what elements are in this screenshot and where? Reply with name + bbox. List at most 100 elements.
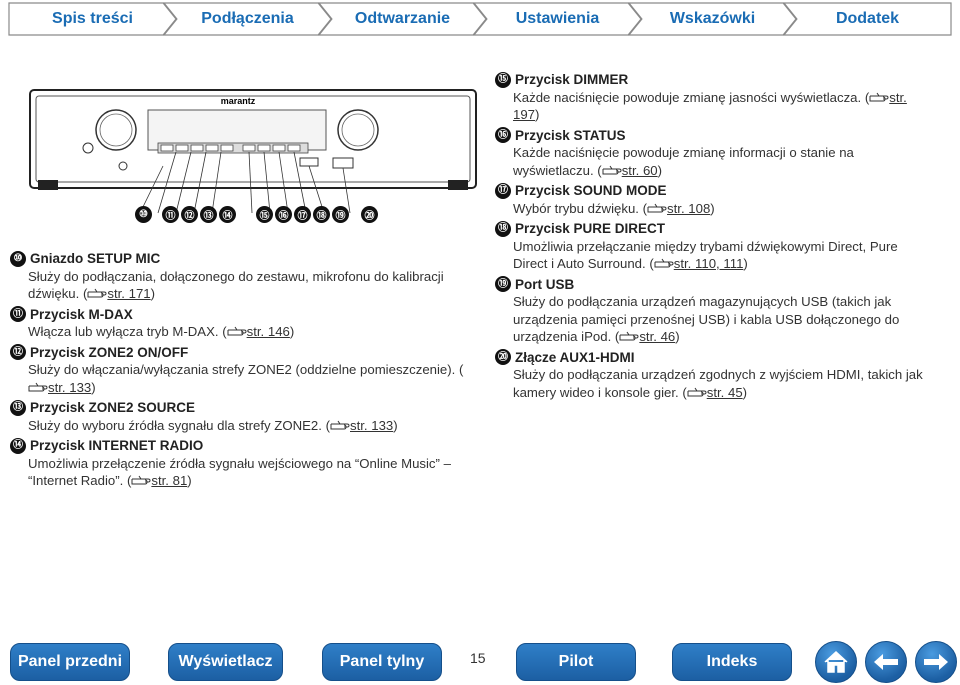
pointing-hand-icon: [869, 92, 889, 101]
tab-dodatek[interactable]: Dodatek: [783, 2, 952, 36]
forward-arrow-icon: [924, 654, 948, 670]
bottom-navigation: Panel przedni Wyświetlacz Panel tylny 15…: [0, 640, 960, 684]
pointing-hand-icon: [687, 387, 707, 396]
item-title: Przycisk ZONE2 SOURCE: [30, 400, 196, 415]
tab-odtwarzanie[interactable]: Odtwarzanie: [318, 2, 487, 36]
page-link[interactable]: str. 108: [667, 200, 711, 216]
item-title: Przycisk PURE DIRECT: [515, 221, 666, 236]
item-description: Każde naciśnięcie powoduje zmianę jasnoś…: [513, 89, 862, 105]
page-link[interactable]: str. 60: [621, 162, 658, 178]
item-description: Służy do podłączania urządzeń zgodnych z…: [513, 367, 923, 400]
page-link[interactable]: str. 133: [48, 379, 92, 395]
item-title: Przycisk ZONE2 ON/OFF: [30, 344, 189, 360]
page-link[interactable]: str. 171: [107, 286, 151, 301]
item-number: ⑰: [495, 182, 511, 199]
page-link[interactable]: str. 146: [246, 324, 290, 339]
nav-wyswietlacz-button[interactable]: Wyświetlacz: [168, 643, 283, 681]
callout-18: ⑱: [313, 206, 330, 223]
item-description: Włącza lub wyłącza tryb M-DAX.: [28, 324, 219, 339]
list-item: ⑭ Przycisk INTERNET RADIO Umożliwia przeł…: [10, 437, 475, 490]
nav-panel-tylny-button[interactable]: Panel tylny: [322, 643, 442, 681]
item-title: Przycisk DIMMER: [515, 72, 629, 87]
item-description: Służy do wyboru źródła sygnału dla stref…: [28, 417, 322, 433]
callout-numbers: ⑩ ⑪ ⑫ ⑬ ⑭ ⑮ ⑯ ⑰ ⑱ ⑲ ⑳: [135, 206, 378, 223]
list-item: ⑰ Przycisk SOUND MODE Wybór trybu dźwięku…: [495, 182, 935, 217]
item-description: Każde naciśnięcie powoduje zmianę inform…: [513, 145, 854, 178]
right-descriptions: ⑮ Przycisk DIMMER Każde naciśnięcie powod…: [495, 71, 935, 404]
tab-podlaczenia[interactable]: Podłączenia: [163, 2, 332, 36]
forward-button[interactable]: [915, 641, 957, 683]
receiver-front-panel-illustration: marantz: [29, 89, 477, 214]
callout-17: ⑰: [294, 206, 311, 223]
item-number: ⑱: [495, 220, 511, 237]
pointing-hand-icon: [602, 165, 622, 174]
item-number: ⑭: [10, 437, 26, 454]
page-number: 15: [470, 650, 486, 666]
pointing-hand-icon: [619, 331, 639, 341]
back-arrow-icon: [874, 654, 898, 670]
page-link[interactable]: str. 46: [639, 329, 676, 344]
brand-logo: marantz: [221, 96, 256, 106]
list-item: ⑱ Przycisk PURE DIRECT Umożliwia przełącz…: [495, 220, 935, 273]
item-title: Przycisk INTERNET RADIO: [30, 438, 204, 453]
item-description: Umożliwia przełączanie między trybami dź…: [513, 238, 898, 272]
item-number: ⑬: [10, 399, 26, 416]
item-title: Przycisk M-DAX: [30, 306, 133, 322]
home-button[interactable]: [815, 641, 857, 683]
item-title: Złącze AUX1-HDMI: [515, 349, 635, 365]
nav-panel-przedni-button[interactable]: Panel przedni: [10, 643, 130, 681]
callout-11: ⑪: [162, 206, 179, 223]
pointing-hand-icon: [330, 420, 350, 429]
home-icon: [824, 650, 848, 673]
page-link[interactable]: str. 197: [513, 89, 907, 123]
callout-19: ⑲: [332, 206, 349, 223]
pointing-hand-icon: [227, 326, 247, 336]
callout-10: ⑩: [135, 206, 152, 223]
item-title: Port USB: [515, 276, 575, 292]
list-item: ⑮ Przycisk DIMMER Każde naciśnięcie powod…: [495, 71, 935, 124]
item-title: Przycisk STATUS: [515, 127, 626, 143]
callout-12: ⑫: [181, 206, 198, 223]
item-number: ⑪: [10, 306, 26, 323]
item-title: Przycisk SOUND MODE: [515, 183, 667, 198]
item-description: Służy do podłączania, dołączonego do zes…: [28, 268, 444, 302]
tab-spis-tresci[interactable]: Spis treści: [8, 2, 177, 36]
tab-ustawienia[interactable]: Ustawienia: [473, 2, 642, 36]
item-description: Służy do włączania/wyłączania strefy ZON…: [28, 362, 456, 377]
list-item: ⑬ Przycisk ZONE2 SOURCE Służy do wyboru ź…: [10, 399, 475, 434]
item-number: ⑯: [495, 127, 511, 144]
top-tabs: Spis treści Podłączenia Odtwarzanie Usta…: [8, 2, 952, 38]
tab-wskazowki[interactable]: Wskazówki: [628, 2, 797, 36]
item-number: ⑮: [495, 71, 511, 88]
page-link[interactable]: str. 110, 111: [673, 256, 744, 271]
item-number: ⑳: [495, 349, 511, 366]
nav-pilot-button[interactable]: Pilot: [516, 643, 636, 681]
page-link[interactable]: str. 133: [350, 417, 394, 433]
callout-16: ⑯: [275, 206, 292, 223]
item-description: Wybór trybu dźwięku.: [513, 200, 639, 216]
item-number: ⑲: [495, 276, 511, 293]
callout-20: ⑳: [361, 206, 378, 223]
item-title: Gniazdo SETUP MIC: [30, 251, 161, 266]
back-button[interactable]: [865, 641, 907, 683]
page-link[interactable]: str. 45: [706, 384, 743, 400]
pointing-hand-icon: [131, 475, 151, 485]
nav-indeks-button[interactable]: Indeks: [672, 643, 792, 681]
pointing-hand-icon: [28, 382, 48, 391]
pointing-hand-icon: [87, 288, 107, 298]
pointing-hand-icon: [654, 258, 674, 268]
page-link[interactable]: str. 81: [151, 473, 188, 488]
item-description: Służy do podłączania urządzeń magazynują…: [513, 294, 900, 344]
callout-15: ⑮: [256, 206, 273, 223]
callout-13: ⑬: [200, 206, 217, 223]
pointing-hand-icon: [647, 203, 667, 212]
callout-14: ⑭: [219, 206, 236, 223]
item-description: Umożliwia przełączenie źródła sygnału we…: [28, 455, 451, 489]
